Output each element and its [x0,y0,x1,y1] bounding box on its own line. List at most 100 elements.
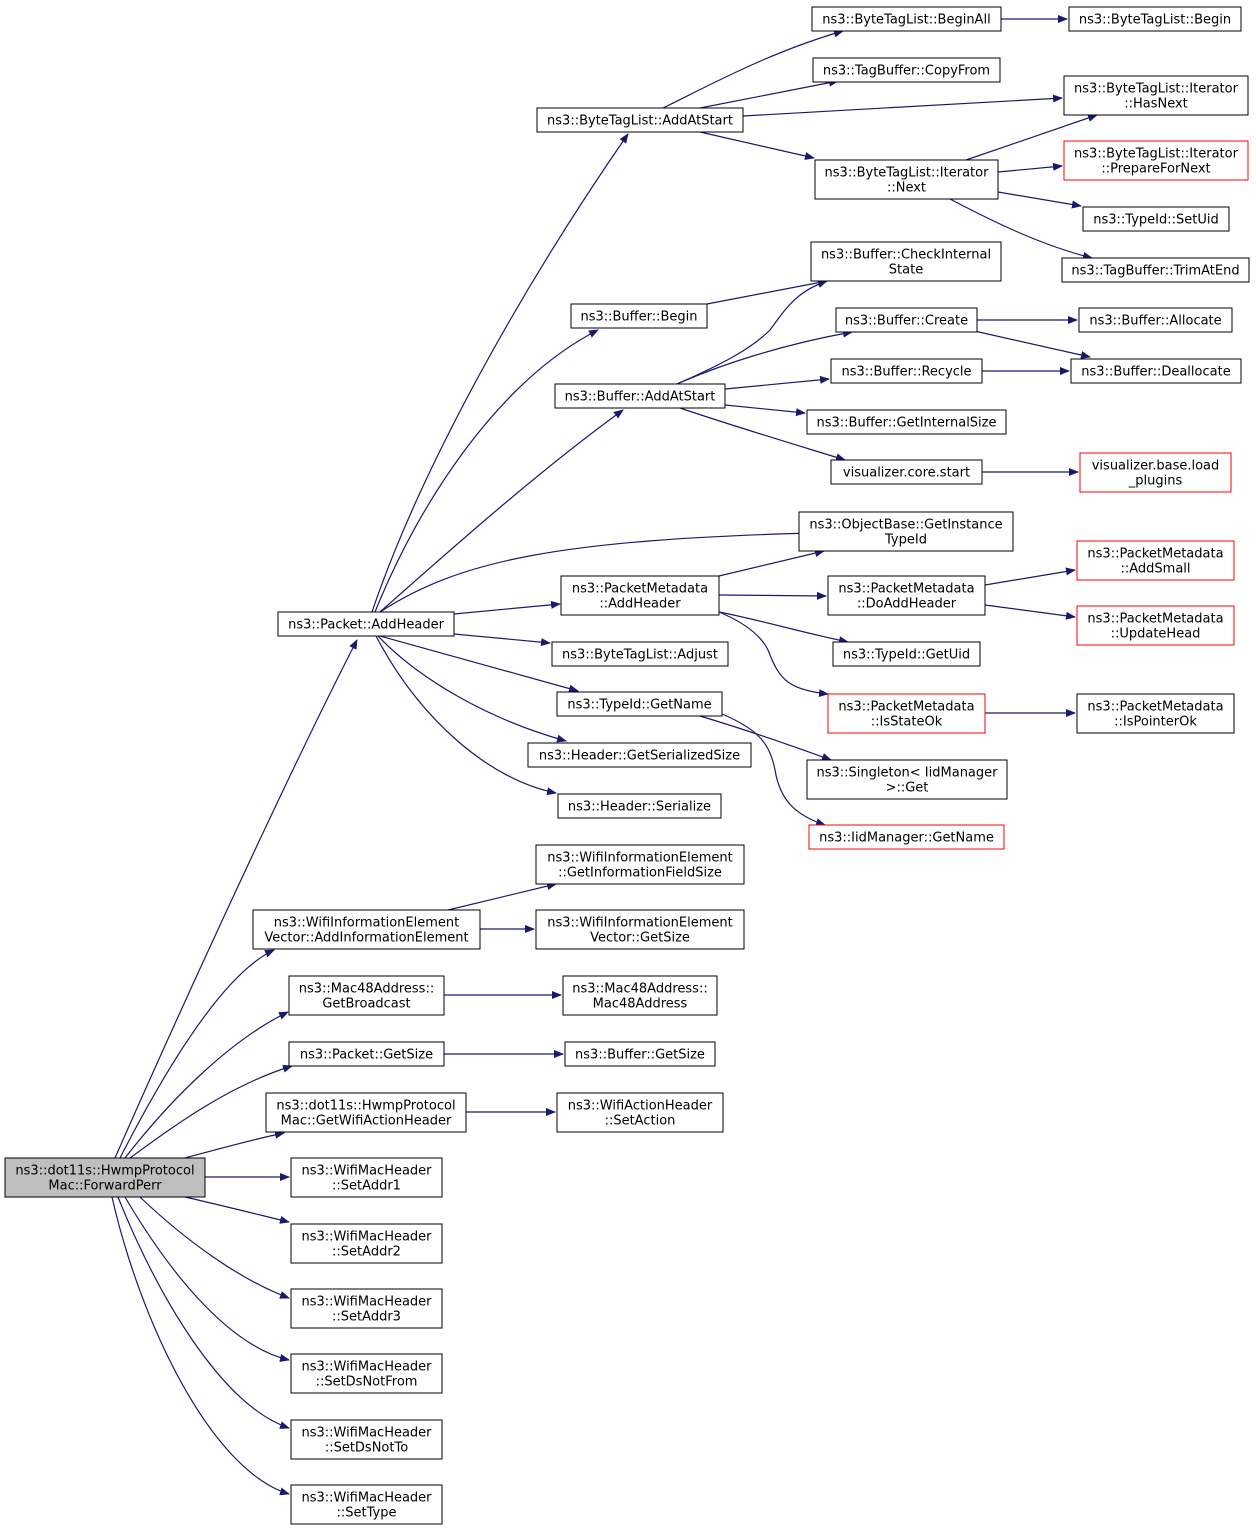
edge-line [375,635,557,796]
edge-n1-to-n33 [379,529,812,613]
edge-n14-to-n28 [676,280,828,385]
node-n39[interactable]: ns3::ByteTagList::Begin [1068,6,1242,32]
node-n47[interactable]: ns3::PacketMetadata::AddSmall [1076,540,1235,581]
edge-line [706,278,828,305]
node-n46[interactable]: visualizer.base.load_plugins [1079,452,1232,493]
node-label-line: State [889,263,923,278]
node-box [1063,75,1249,116]
node-n26[interactable]: ns3::TagBuffer::CopyFrom [812,57,1001,83]
node-label-line: ::Next [887,181,926,196]
node-n32[interactable]: visualizer.core.start [830,459,983,485]
edge-line [984,567,1076,586]
node-label-line: ns3::Buffer::CheckInternal [821,248,991,263]
node-n27[interactable]: ns3::ByteTagList::Iterator::Next [814,159,999,200]
node-n21[interactable]: ns3::WifiInformationElementVector::GetSi… [535,909,745,950]
node-n42[interactable]: ns3::TypeId::SetUid [1082,206,1230,232]
node-n49[interactable]: ns3::PacketMetadata::IsPointerOk [1076,693,1235,734]
node-n44[interactable]: ns3::Buffer::Allocate [1078,307,1233,333]
node-label-line: ns3::PacketMetadata [1087,547,1223,562]
node-label-line: ns3::Buffer::GetInternalSize [817,416,997,431]
node-n29[interactable]: ns3::Buffer::Create [835,307,978,333]
node-label-line: _plugins [1128,474,1183,489]
node-n24[interactable]: ns3::WifiActionHeader::SetAction [556,1092,724,1133]
node-n13[interactable]: ns3::Buffer::Begin [570,303,708,329]
edge-n1-to-n18 [377,635,567,743]
node-n12[interactable]: ns3::ByteTagList::AddAtStart [536,107,744,133]
node-n14[interactable]: ns3::Buffer::AddAtStart [554,383,726,409]
edge-n14-to-n32 [679,407,846,462]
node-box [1079,452,1232,493]
node-n18[interactable]: ns3::Header::GetSerializedSize [527,742,752,768]
node-n19[interactable]: ns3::Header::Serialize [557,793,722,819]
node-n35[interactable]: ns3::TypeId::GetUid [832,641,981,667]
edge-line [676,280,828,385]
node-label-line: ::IsStateOk [871,715,943,730]
node-n11[interactable]: ns3::WifiMacHeader::SetType [290,1484,443,1525]
node-n10[interactable]: ns3::WifiMacHeader::SetDsNotTo [290,1419,443,1460]
node-box [288,1041,445,1067]
node-n16[interactable]: ns3::ByteTagList::Adjust [551,641,729,667]
node-label-line: ns3::WifiMacHeader [301,1230,432,1245]
node-n15[interactable]: ns3::PacketMetadata::AddHeader [560,575,720,616]
node-box [556,691,723,717]
node-n17[interactable]: ns3::TypeId::GetName [556,691,723,717]
node-n38[interactable]: ns3::IidManager::GetName [808,824,1005,850]
node-n4[interactable]: ns3::Packet::GetSize [288,1041,445,1067]
node-box [290,1484,443,1525]
edge-n1-to-n13 [374,329,599,613]
node-n30[interactable]: ns3::Buffer::Recycle [830,358,983,384]
node-box [1078,307,1233,333]
node-n8[interactable]: ns3::WifiMacHeader::SetAddr3 [290,1288,443,1329]
node-n9[interactable]: ns3::WifiMacHeader::SetDsNotFrom [290,1353,443,1394]
node-n40[interactable]: ns3::ByteTagList::Iterator::HasNext [1063,75,1249,116]
edge-n0-to-n11 [111,1196,290,1496]
node-n22[interactable]: ns3::Mac48Address::Mac48Address [562,975,718,1016]
node-label-line: ns3::PacketMetadata [1087,700,1223,715]
node-n23[interactable]: ns3::Buffer::GetSize [564,1041,716,1067]
node-n43[interactable]: ns3::TagBuffer::TrimAtEnd [1061,257,1250,283]
edge-line [371,133,629,613]
edge-n27-to-n42 [997,191,1082,209]
node-n36[interactable]: ns3::PacketMetadata::IsStateOk [827,693,986,734]
edge-n17-to-n38 [721,713,826,826]
edge-line [699,715,832,761]
edge-n15-to-n33 [718,549,825,577]
node-n3[interactable]: ns3::Mac48Address::GetBroadcast [288,975,445,1016]
edge-line [453,600,561,615]
node-n5[interactable]: ns3::dot11s::HwmpProtocolMac::GetWifiAct… [265,1092,467,1133]
node-n31[interactable]: ns3::Buffer::GetInternalSize [806,409,1007,435]
edge-line [718,591,827,600]
edge-n2-to-n20 [447,882,557,911]
node-n37[interactable]: ns3::Singleton< IidManager >::Get [806,759,1008,800]
node-n1[interactable]: ns3::Packet::AddHeader [277,611,455,637]
edge-n1-to-n19 [375,635,557,796]
edges-layer [111,15,1098,1496]
edge-line [742,94,1063,117]
edge-n1-to-n16 [453,633,551,647]
edge-n17-to-n37 [699,715,832,761]
edge-line [111,1196,290,1496]
node-box [290,1288,443,1329]
node-box [1076,693,1235,734]
node-n20[interactable]: ns3::WifiInformationElement::GetInformat… [535,844,745,885]
node-box [827,693,986,734]
node-label-line: ns3::TagBuffer::TrimAtEnd [1071,264,1239,279]
node-root[interactable]: ns3::dot11s::HwmpProtocolMac::ForwardPer… [4,1157,206,1198]
node-n41[interactable]: ns3::ByteTagList::Iterator::PrepareForNe… [1063,140,1249,181]
node-n2[interactable]: ns3::WifiInformationElementVector::AddIn… [252,909,481,950]
node-n7[interactable]: ns3::WifiMacHeader::SetAddr2 [290,1223,443,1264]
node-label-line: ns3::WifiInformationElement [547,851,733,866]
node-label-line: ns3::Buffer::Deallocate [1081,365,1230,380]
node-label-line: ns3::TypeId::SetUid [1093,213,1218,228]
node-n48[interactable]: ns3::PacketMetadata::UpdateHead [1076,605,1235,646]
node-n45[interactable]: ns3::Buffer::Deallocate [1070,358,1242,384]
node-label-line: ns3::Packet::AddHeader [288,618,444,633]
node-n6[interactable]: ns3::WifiMacHeader::SetAddr1 [290,1157,443,1198]
edge-n15-to-n36 [718,611,829,698]
node-box [832,641,981,667]
node-n25[interactable]: ns3::ByteTagList::BeginAll [811,6,1002,32]
edge-line [679,407,846,462]
node-n34[interactable]: ns3::PacketMetadata::DoAddHeader [827,575,986,616]
